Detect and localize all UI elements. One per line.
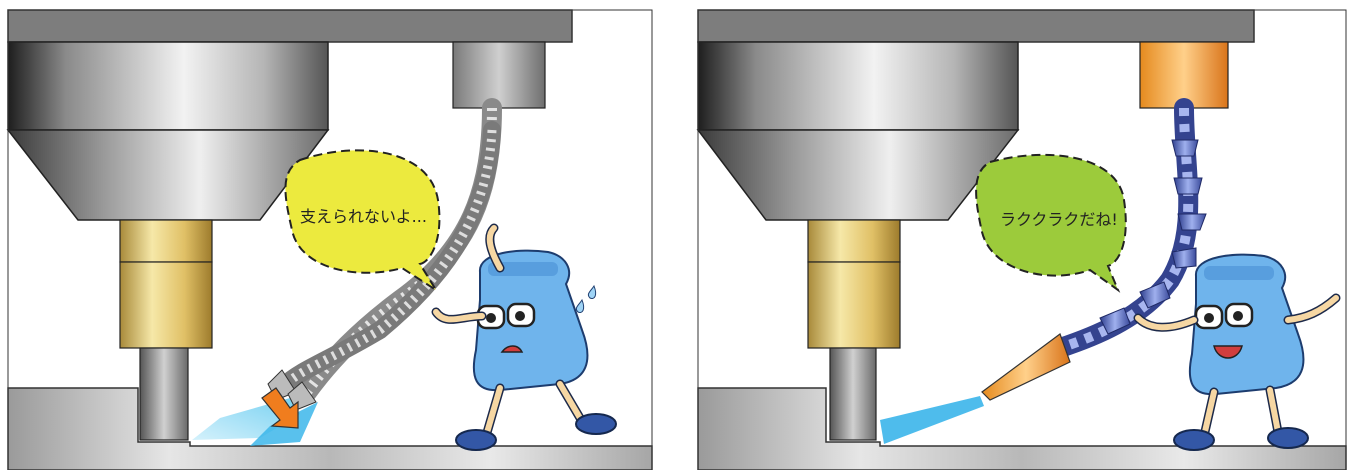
speech-bubble — [976, 155, 1126, 290]
cutting-tool — [830, 348, 876, 440]
left-panel — [8, 10, 652, 470]
hose-mount — [453, 42, 545, 108]
cutting-tool — [140, 348, 188, 440]
spindle-cone — [698, 130, 1018, 220]
spindle-cone — [8, 130, 328, 220]
tool-holder-upper — [808, 220, 900, 262]
mascot-icon — [436, 228, 616, 450]
machine-spindle-icon — [698, 42, 1018, 130]
top-plate — [698, 10, 1254, 42]
workpiece — [8, 388, 652, 470]
tool-holder-upper — [120, 220, 212, 262]
tool-holder-lower — [120, 262, 212, 348]
machine-spindle-icon — [8, 42, 328, 130]
tool-holder-lower — [808, 262, 900, 348]
speech-bubble — [285, 150, 439, 290]
nozzle-icon — [982, 334, 1070, 400]
right-panel — [698, 10, 1346, 470]
coolant-spray — [880, 396, 984, 444]
workpiece — [698, 388, 1346, 470]
top-plate — [8, 10, 572, 42]
